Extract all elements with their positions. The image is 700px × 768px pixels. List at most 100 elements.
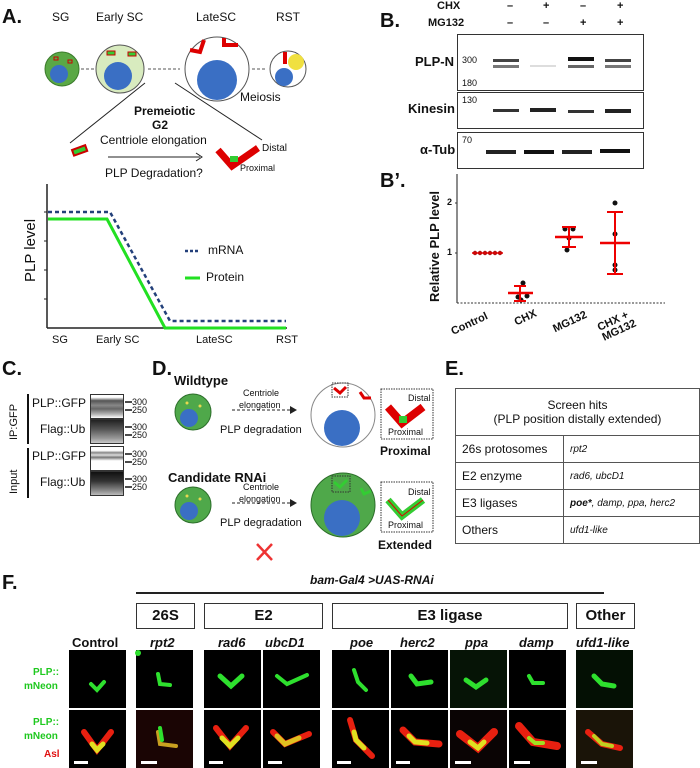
mg132-lane-2: – [543, 17, 550, 29]
panel-e-label: E. [445, 358, 464, 380]
input-label: Input [8, 469, 20, 494]
table-header-title: Screen hits [547, 398, 608, 412]
img-damp-green [509, 650, 566, 708]
bprime-x-mg132: MG132 [551, 308, 589, 336]
rnai-result-extended: Extended [378, 538, 433, 552]
ip-gfp-bracket [27, 394, 29, 444]
plp-degradation-label: PLP Degradation? [105, 166, 203, 180]
panel-a-label: A. [2, 6, 22, 28]
scale-bar [396, 761, 410, 764]
mg132-lane-3: + [580, 17, 587, 29]
candidate-rnai-label: Candidate RNAi [168, 470, 267, 485]
blot-label-kinesin: Kinesin [408, 101, 455, 116]
group-e2: E2 [204, 603, 323, 629]
cell-progression-diagram [44, 36, 307, 171]
img-herc2-green [391, 650, 448, 708]
img-rad6-green [204, 650, 261, 708]
row1-label-plp: PLP:: [33, 667, 60, 678]
panel-c-label: C. [2, 358, 22, 380]
img-herc2-merge [391, 710, 448, 768]
g2-label: G2 [152, 118, 169, 132]
blot-label-alpha-tub: α-Tub [420, 142, 456, 157]
c-row-flag-ub-2: Flag::Ub [40, 475, 86, 489]
centriole-elongation-label: Centriole elongation [100, 133, 207, 147]
blot-alpha-tub: 70 [457, 132, 644, 169]
legend-protein: Protein [206, 270, 245, 284]
row-category: E3 ligases [455, 489, 564, 517]
marker-130: 130 [462, 95, 478, 105]
table-header-subtitle: (PLP position distally extended) [493, 412, 662, 426]
img-rad6-merge [204, 710, 261, 768]
chx-lane-3: – [580, 0, 587, 12]
genes-bold: poe* [570, 497, 592, 509]
scale-bar [141, 761, 157, 764]
img-poe-merge [332, 710, 389, 768]
row-genes: rad6, ubcD1 [563, 462, 700, 490]
scale-bar [581, 761, 597, 764]
col-ppa: ppa [465, 635, 489, 650]
row1-label-mneon: mNeon [24, 681, 58, 692]
img-ufd1-like-green [576, 650, 633, 708]
proximal-label: Proximal [240, 163, 276, 173]
mg132-row-label: MG132 [428, 17, 465, 29]
wt-proximal-label: Proximal [388, 427, 424, 437]
bprime-ytick-1: 1 [447, 247, 453, 257]
plp-level-plot [44, 184, 287, 330]
stage-late-sc: LateSC [196, 10, 237, 24]
row-genes: poe*, damp, ppa, herc2 [563, 489, 700, 517]
relative-plp-level-chart [455, 174, 665, 304]
table-row: E2 enzyme rad6, ubcD1 [455, 462, 700, 490]
c-blot-2 [90, 419, 124, 444]
chx-lane-2: + [543, 0, 550, 12]
bprime-x-control: Control [449, 310, 490, 338]
rnai-model-diagram [174, 382, 434, 561]
rnai-distal-label: Distal [408, 487, 431, 497]
scale-bar [514, 761, 530, 764]
img-ubcd1-merge [263, 710, 320, 768]
col-damp: damp [519, 635, 554, 650]
col-control: Control [72, 635, 119, 650]
distal-label: Distal [262, 143, 288, 154]
legend-mrna: mRNA [208, 243, 244, 257]
img-ufd1-like-merge [576, 710, 633, 768]
blot-kinesin: 130 [457, 92, 644, 129]
row-genes: rpt2 [563, 435, 700, 463]
blot-label-plp-n: PLP-N [415, 54, 454, 69]
wt-result-proximal: Proximal [380, 444, 431, 458]
chx-row-label: CHX [437, 0, 461, 12]
table-header: Screen hits (PLP position distally exten… [455, 388, 700, 436]
rnai-proximal-label: Proximal [388, 520, 424, 530]
row2-label-asl: Asl [44, 749, 60, 760]
img-control-green [69, 650, 126, 708]
x-tick-sg: SG [52, 334, 68, 346]
col-rad6: rad6 [218, 635, 246, 650]
c-blot-4 [90, 471, 124, 496]
img-poe-green [332, 650, 389, 708]
c-marker-250-1: 250 [132, 405, 148, 415]
scale-bar [337, 761, 351, 764]
col-herc2: herc2 [400, 635, 435, 650]
c-marker-300-3: 300 [132, 449, 148, 459]
driver-label: bam-Gal4 >UAS-RNAi [310, 573, 434, 587]
stage-rst: RST [276, 10, 300, 24]
meiosis-label: Meiosis [240, 90, 281, 104]
panel-b-label: B. [380, 10, 400, 32]
marker-70: 70 [462, 135, 473, 145]
row-category: E2 enzyme [455, 462, 564, 490]
group-26s: 26S [136, 603, 195, 629]
wt-elongation-label: elongation [239, 400, 281, 410]
img-control-merge [69, 710, 126, 768]
mg132-lane-4: + [617, 17, 624, 29]
img-rpt2-green [135, 650, 193, 708]
group-other: Other [576, 603, 635, 629]
img-rpt2-merge [136, 710, 193, 768]
x-tick-rst: RST [276, 334, 298, 346]
rnai-centriole-label: Centriole [243, 482, 280, 492]
img-ppa-merge [450, 710, 507, 768]
c-blot-1 [90, 394, 124, 419]
c-marker-300-1: 300 [132, 397, 148, 407]
chx-lane-4: + [617, 0, 624, 12]
row-category: 26s protosomes [455, 435, 564, 463]
scale-bar [74, 761, 88, 764]
row-category: Others [455, 516, 564, 544]
